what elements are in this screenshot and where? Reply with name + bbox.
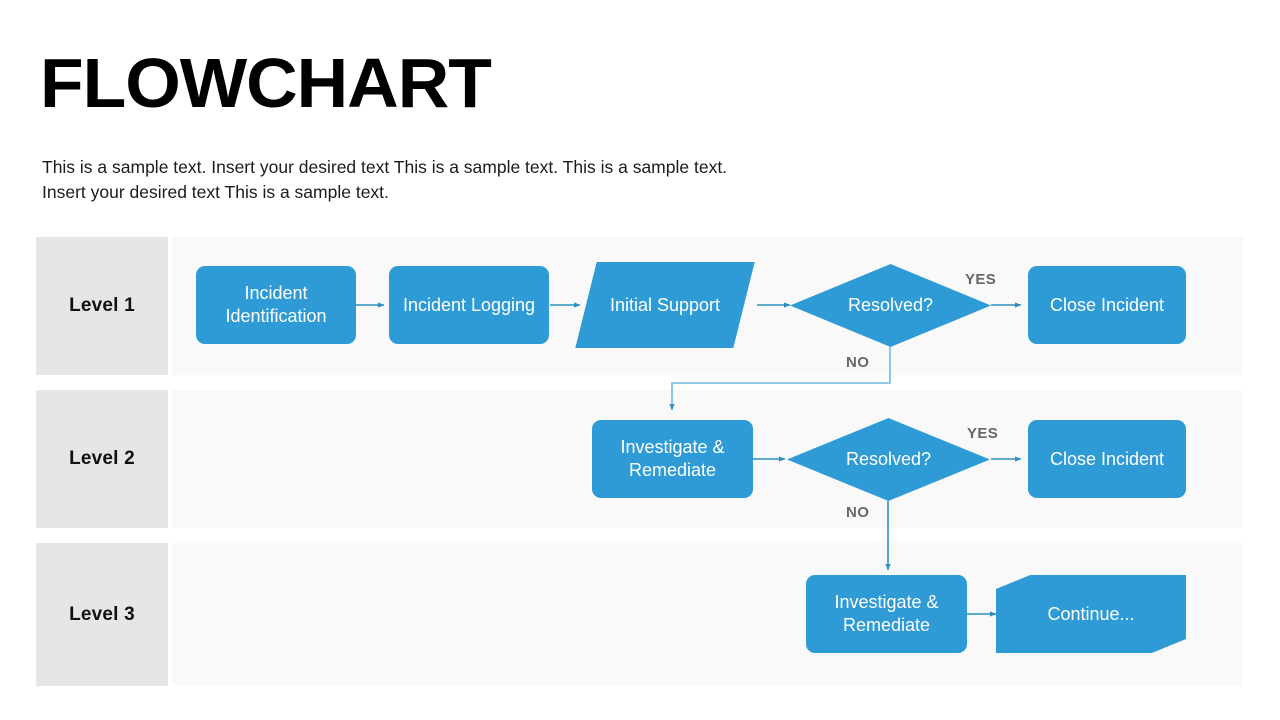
node-label: Incident Identification	[225, 283, 327, 326]
swimlane-label-level-3: Level 3	[36, 543, 168, 686]
node-label: Resolved?	[847, 295, 934, 315]
swimlane-label-text: Level 1	[69, 295, 135, 316]
node-initial-support[interactable]: Initial Support	[575, 262, 755, 348]
node-label: Close Incident	[1049, 448, 1165, 469]
node-label: Investigate & Remediate	[620, 437, 725, 480]
swimlane-label-level-1: Level 1	[36, 237, 168, 375]
node-label: Close Incident	[1049, 294, 1165, 315]
swimlane-label-text: Level 3	[69, 603, 135, 625]
node-l2-investigate-remediate[interactable]: Investigate & Remediate	[592, 420, 753, 498]
edge-label-l1-no: NO	[846, 354, 870, 371]
node-incident-identification[interactable]: Incident Identification	[196, 266, 356, 344]
node-label: Initial Support	[609, 294, 721, 315]
node-l2-resolved-decision[interactable]: Resolved?	[787, 418, 990, 501]
swimlane-label-text: Level 2	[69, 448, 135, 469]
page-subtitle: This is a sample text. Insert your desir…	[42, 157, 728, 202]
node-label: Incident Logging	[402, 294, 536, 315]
node-l1-resolved-decision[interactable]: Resolved?	[790, 264, 991, 347]
swimlane-level-3: Level 3	[36, 543, 1243, 686]
node-label: Resolved?	[845, 449, 932, 469]
swimlane-label-level-2: Level 2	[36, 390, 168, 528]
edge-label-l1-yes: YES	[965, 271, 997, 288]
node-label: Continue...	[1047, 603, 1135, 624]
edge-label-l2-no: NO	[846, 504, 870, 521]
node-incident-logging[interactable]: Incident Logging	[389, 266, 549, 344]
node-l2-close-incident[interactable]: Close Incident	[1028, 420, 1186, 498]
node-l1-close-incident[interactable]: Close Incident	[1028, 266, 1186, 344]
banner-shape	[996, 575, 1186, 653]
page-title: FLOWCHART	[40, 44, 492, 122]
edge-label-l2-yes: YES	[967, 425, 999, 442]
node-l3-investigate-remediate[interactable]: Investigate & Remediate	[806, 575, 967, 653]
node-label: Investigate & Remediate	[834, 592, 939, 635]
node-continue[interactable]: Continue...	[996, 575, 1186, 653]
